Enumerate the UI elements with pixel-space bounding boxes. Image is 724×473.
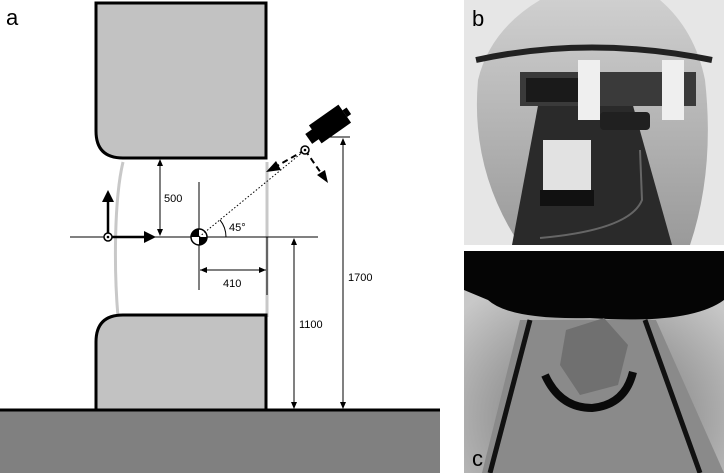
camera-axes-icon [266, 145, 328, 183]
dim-1100-label: 1100 [299, 319, 323, 331]
panel-c-depth-image: c [464, 251, 724, 473]
angle-label: 45° [229, 222, 246, 234]
panel-gap-vertical [456, 0, 464, 473]
depth-table [482, 320, 724, 473]
panel-label-c: c [472, 446, 483, 471]
floor [0, 410, 440, 473]
depth-cube [560, 318, 628, 395]
dim-410-label: 410 [223, 278, 241, 290]
dim-1700-label: 1700 [348, 272, 372, 284]
dim-500-label: 500 [164, 193, 182, 205]
panel-gap-horizontal [464, 245, 724, 251]
lower-magnet-housing [94, 313, 268, 412]
panel-label-a: a [6, 5, 19, 30]
bore-liner-left [113, 161, 125, 318]
panel-a-diagram: 45° 500 410 1100 1700 [0, 1, 440, 473]
patient-table [512, 95, 672, 245]
depth-camera-icon [305, 104, 352, 144]
coordinate-origin-icon [102, 190, 156, 243]
phantom-cube [543, 140, 591, 190]
panel-label-b: b [472, 6, 484, 31]
camera-sightline [198, 150, 305, 238]
angle-arc [219, 219, 227, 238]
upper-magnet-housing [94, 1, 268, 160]
panel-b-photo: b [464, 0, 724, 245]
